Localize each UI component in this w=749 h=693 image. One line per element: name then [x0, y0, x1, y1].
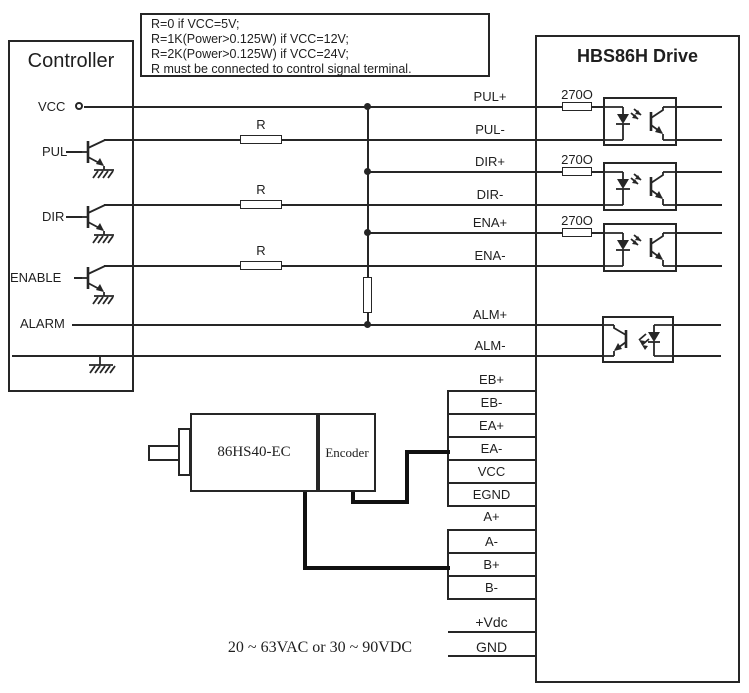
power-supply-note: 20 ~ 63VAC or 30 ~ 90VDC	[227, 639, 413, 656]
motor-label: 86HS40-EC	[217, 444, 291, 460]
ground-symbol-icon	[89, 356, 116, 374]
optocoupler-pul-icon	[603, 97, 677, 146]
terminal-ea-minus: EA-	[448, 438, 535, 461]
junction-dot-ena	[364, 229, 371, 236]
encoder-cable-seg1	[351, 492, 355, 504]
controller-enable-label: ENABLE	[10, 270, 62, 285]
optocoupler-ena-icon	[603, 223, 677, 272]
wire-enable-base	[74, 277, 82, 279]
terminal-a-plus: A+	[448, 505, 535, 531]
terminal-b-plus: B+	[448, 554, 535, 577]
wire-opto-ena-out-top	[676, 232, 722, 234]
resistor-r3	[240, 261, 282, 270]
resistor-270-pul	[562, 102, 592, 111]
motor-shaft	[148, 445, 180, 461]
terminal-dir-plus-label: DIR+	[475, 154, 505, 169]
controller-dir-label: DIR	[42, 209, 65, 224]
wire-vcc-pul-plus	[84, 106, 604, 108]
resistor-r2	[240, 200, 282, 209]
wire-vdc	[448, 631, 535, 633]
wire-opto-alm-out-top	[673, 324, 721, 326]
terminal-alm-minus-label: ALM-	[474, 338, 506, 353]
optocoupler-dir-icon	[603, 162, 677, 211]
wire-dir-base	[66, 216, 82, 218]
optocoupler-alm-icon	[602, 316, 674, 363]
encoder-terminal-block: EB+ EB- EA+ EA- VCC EGND	[448, 369, 535, 507]
resistor-270-pul-label: 270O	[561, 87, 593, 102]
resistor-270-ena	[562, 228, 592, 237]
controller-alarm-label: ALARM	[20, 316, 65, 331]
note-line-2: R=1K(Power>0.125W) if VCC=12V;	[151, 32, 349, 46]
wire-opto-ena-out-bottom	[676, 265, 722, 267]
controller-vcc-label: VCC	[38, 99, 66, 114]
wire-opto-dir-out-top	[676, 171, 722, 173]
terminal-ena-minus-label: ENA-	[474, 248, 506, 263]
wire-gnd	[448, 655, 535, 657]
terminal-ena-plus-label: ENA+	[472, 215, 508, 230]
note-line-1: R=0 if VCC=5V;	[151, 17, 240, 31]
encoder-label: Encoder	[325, 445, 369, 460]
junction-dot-vcc	[364, 103, 371, 110]
encoder-terminal-block-left-border	[447, 390, 449, 507]
terminal-gnd-label: GND	[475, 639, 508, 655]
wire-alm-minus	[12, 355, 603, 357]
encoder-cable-seg3	[405, 450, 409, 504]
note-line-3: R=2K(Power>0.125W) if VCC=24V;	[151, 47, 349, 61]
terminal-a-minus: A-	[448, 531, 535, 554]
terminal-pul-plus-label: PUL+	[473, 89, 507, 104]
terminal-eb-minus: EB-	[448, 392, 535, 415]
wire-ena-minus	[104, 265, 604, 267]
resistor-r3-label: R	[256, 243, 266, 258]
resistor-note-box: R=0 if VCC=5V; R=1K(Power>0.125W) if VCC…	[140, 13, 490, 77]
terminal-b-minus: B-	[448, 577, 535, 600]
motor-terminal-block: A+ A- B+ B-	[448, 505, 535, 600]
terminal-eb-plus: EB+	[448, 369, 535, 392]
vcc-terminal-circle	[75, 102, 83, 110]
wire-dir-minus	[104, 204, 604, 206]
terminal-alm-plus-label: ALM+	[472, 307, 508, 322]
wire-pul-minus	[104, 139, 604, 141]
resistor-270-ena-label: 270O	[561, 213, 593, 228]
npn-transistor-pul-icon	[80, 139, 114, 179]
resistor-r1	[240, 135, 282, 144]
motor-body: 86HS40-EC	[190, 413, 318, 492]
terminal-vcc: VCC	[448, 461, 535, 484]
wire-opto-pul-out-top	[676, 106, 722, 108]
motor-cable-seg1	[303, 492, 307, 570]
junction-dot-dir	[364, 168, 371, 175]
motor-cable-seg2	[303, 566, 450, 570]
terminal-dir-minus-label: DIR-	[476, 187, 504, 202]
resistor-r1-label: R	[256, 117, 266, 132]
wire-opto-alm-out-bottom	[673, 355, 721, 357]
controller-title: Controller	[27, 50, 115, 72]
encoder-cable-seg4	[405, 450, 450, 454]
resistor-270-dir	[562, 167, 592, 176]
wire-pul-base	[66, 151, 82, 153]
npn-transistor-enable-icon	[80, 265, 114, 305]
wire-dir-plus	[367, 171, 604, 173]
encoder-box: Encoder	[318, 413, 376, 492]
terminal-vdc-label: +Vdc	[475, 614, 508, 630]
terminal-ea-plus: EA+	[448, 415, 535, 438]
terminal-pul-minus-label: PUL-	[475, 122, 505, 137]
controller-pul-label: PUL	[42, 144, 68, 159]
terminal-egnd: EGND	[448, 484, 535, 507]
drive-title: HBS86H Drive	[576, 46, 699, 66]
note-line-4: R must be connected to control signal te…	[151, 62, 412, 76]
wire-opto-pul-out-bottom	[676, 139, 722, 141]
resistor-270-dir-label: 270O	[561, 152, 593, 167]
motor-terminal-block-left-border	[447, 529, 449, 600]
vcc-bus-wire	[367, 106, 369, 325]
wire-ena-plus	[367, 232, 604, 234]
pullup-resistor	[363, 277, 372, 313]
wire-opto-dir-out-bottom	[676, 204, 722, 206]
wire-alm-plus	[72, 324, 603, 326]
encoder-cable-seg2	[351, 500, 409, 504]
junction-dot-alm	[364, 321, 371, 328]
npn-transistor-dir-icon	[80, 204, 114, 244]
resistor-r2-label: R	[256, 182, 266, 197]
